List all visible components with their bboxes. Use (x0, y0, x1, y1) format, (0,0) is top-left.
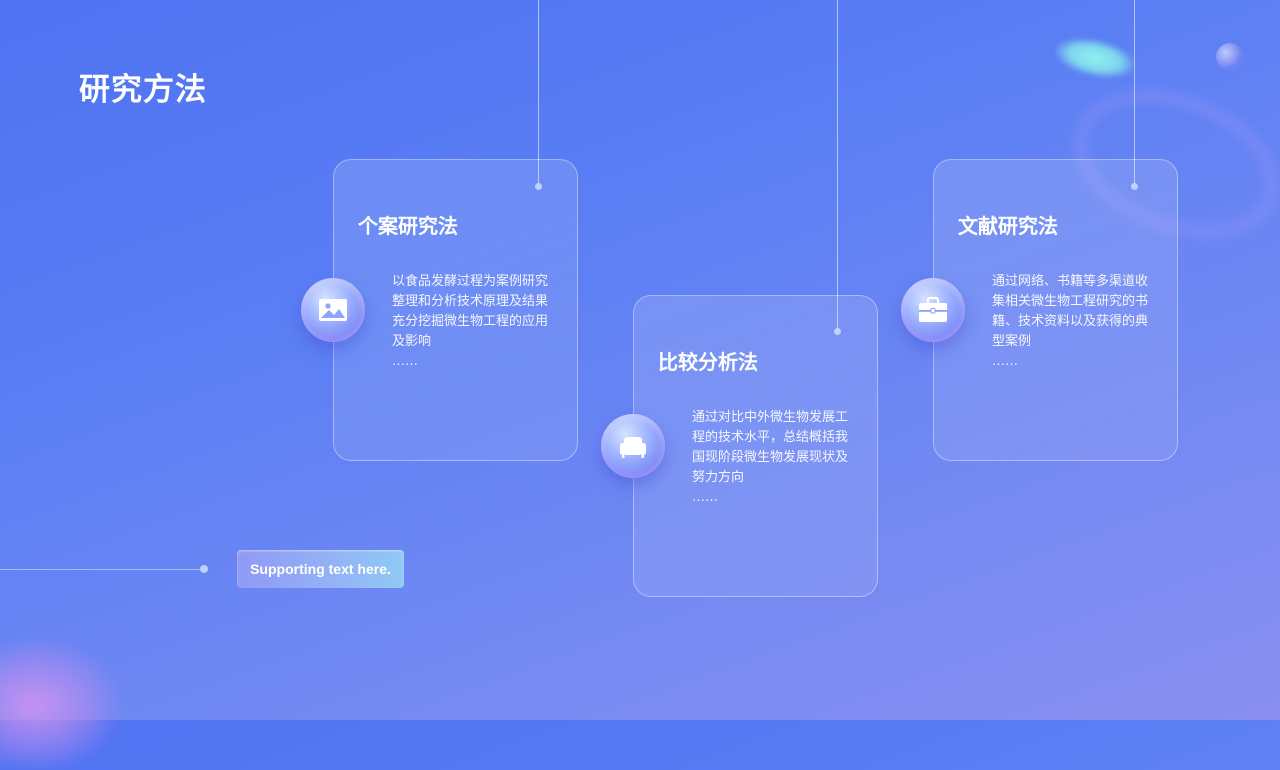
hanging-line (1134, 0, 1135, 186)
briefcase-icon (901, 278, 965, 342)
page-title: 研究方法 (79, 72, 207, 108)
hanging-line (837, 0, 838, 331)
hanging-dot (1131, 183, 1138, 190)
connector-dot (200, 565, 208, 573)
card-title: 个案研究法 (358, 214, 458, 238)
card-description-text: 通过网络、书籍等多渠道收集相关微生物工程研究的书籍、技术资料以及获得的典型案例 (992, 274, 1149, 349)
card-ellipsis: …… (992, 354, 1018, 369)
decorative-glow (1052, 32, 1138, 84)
method-card-comparative: 比较分析法 通过对比中外微生物发展工程的技术水平，总结概括我国现阶段微生物发展现… (633, 295, 878, 597)
card-title: 文献研究法 (958, 214, 1058, 238)
card-description: 通过对比中外微生物发展工程的技术水平，总结概括我国现阶段微生物发展现状及努力方向… (692, 408, 860, 508)
card-description: 通过网络、书籍等多渠道收集相关微生物工程研究的书籍、技术资料以及获得的典型案例 … (992, 272, 1160, 372)
method-card-case-study: 个案研究法 以食品发酵过程为案例研究整理和分析技术原理及结果充分挖掘微生物工程的… (333, 159, 578, 461)
decorative-bubble (1216, 43, 1244, 71)
card-ellipsis: …… (392, 354, 418, 369)
card-description-text: 通过对比中外微生物发展工程的技术水平，总结概括我国现阶段微生物发展现状及努力方向 (692, 410, 849, 485)
hanging-line (538, 0, 539, 186)
hanging-dot (834, 328, 841, 335)
connector-line (0, 569, 203, 570)
supporting-text-label: Supporting text here. (237, 550, 404, 588)
sofa-icon (601, 414, 665, 478)
method-card-literature: 文献研究法 通过网络、书籍等多渠道收集相关微生物工程研究的书籍、技术资料以及获得… (933, 159, 1178, 461)
card-title: 比较分析法 (658, 350, 758, 374)
card-description: 以食品发酵过程为案例研究整理和分析技术原理及结果充分挖掘微生物工程的应用及影响 … (392, 272, 560, 372)
decorative-glow-bottom (0, 640, 120, 770)
image-icon (301, 278, 365, 342)
card-ellipsis: …… (692, 490, 718, 505)
card-description-text: 以食品发酵过程为案例研究整理和分析技术原理及结果充分挖掘微生物工程的应用及影响 (392, 274, 549, 349)
hanging-dot (535, 183, 542, 190)
